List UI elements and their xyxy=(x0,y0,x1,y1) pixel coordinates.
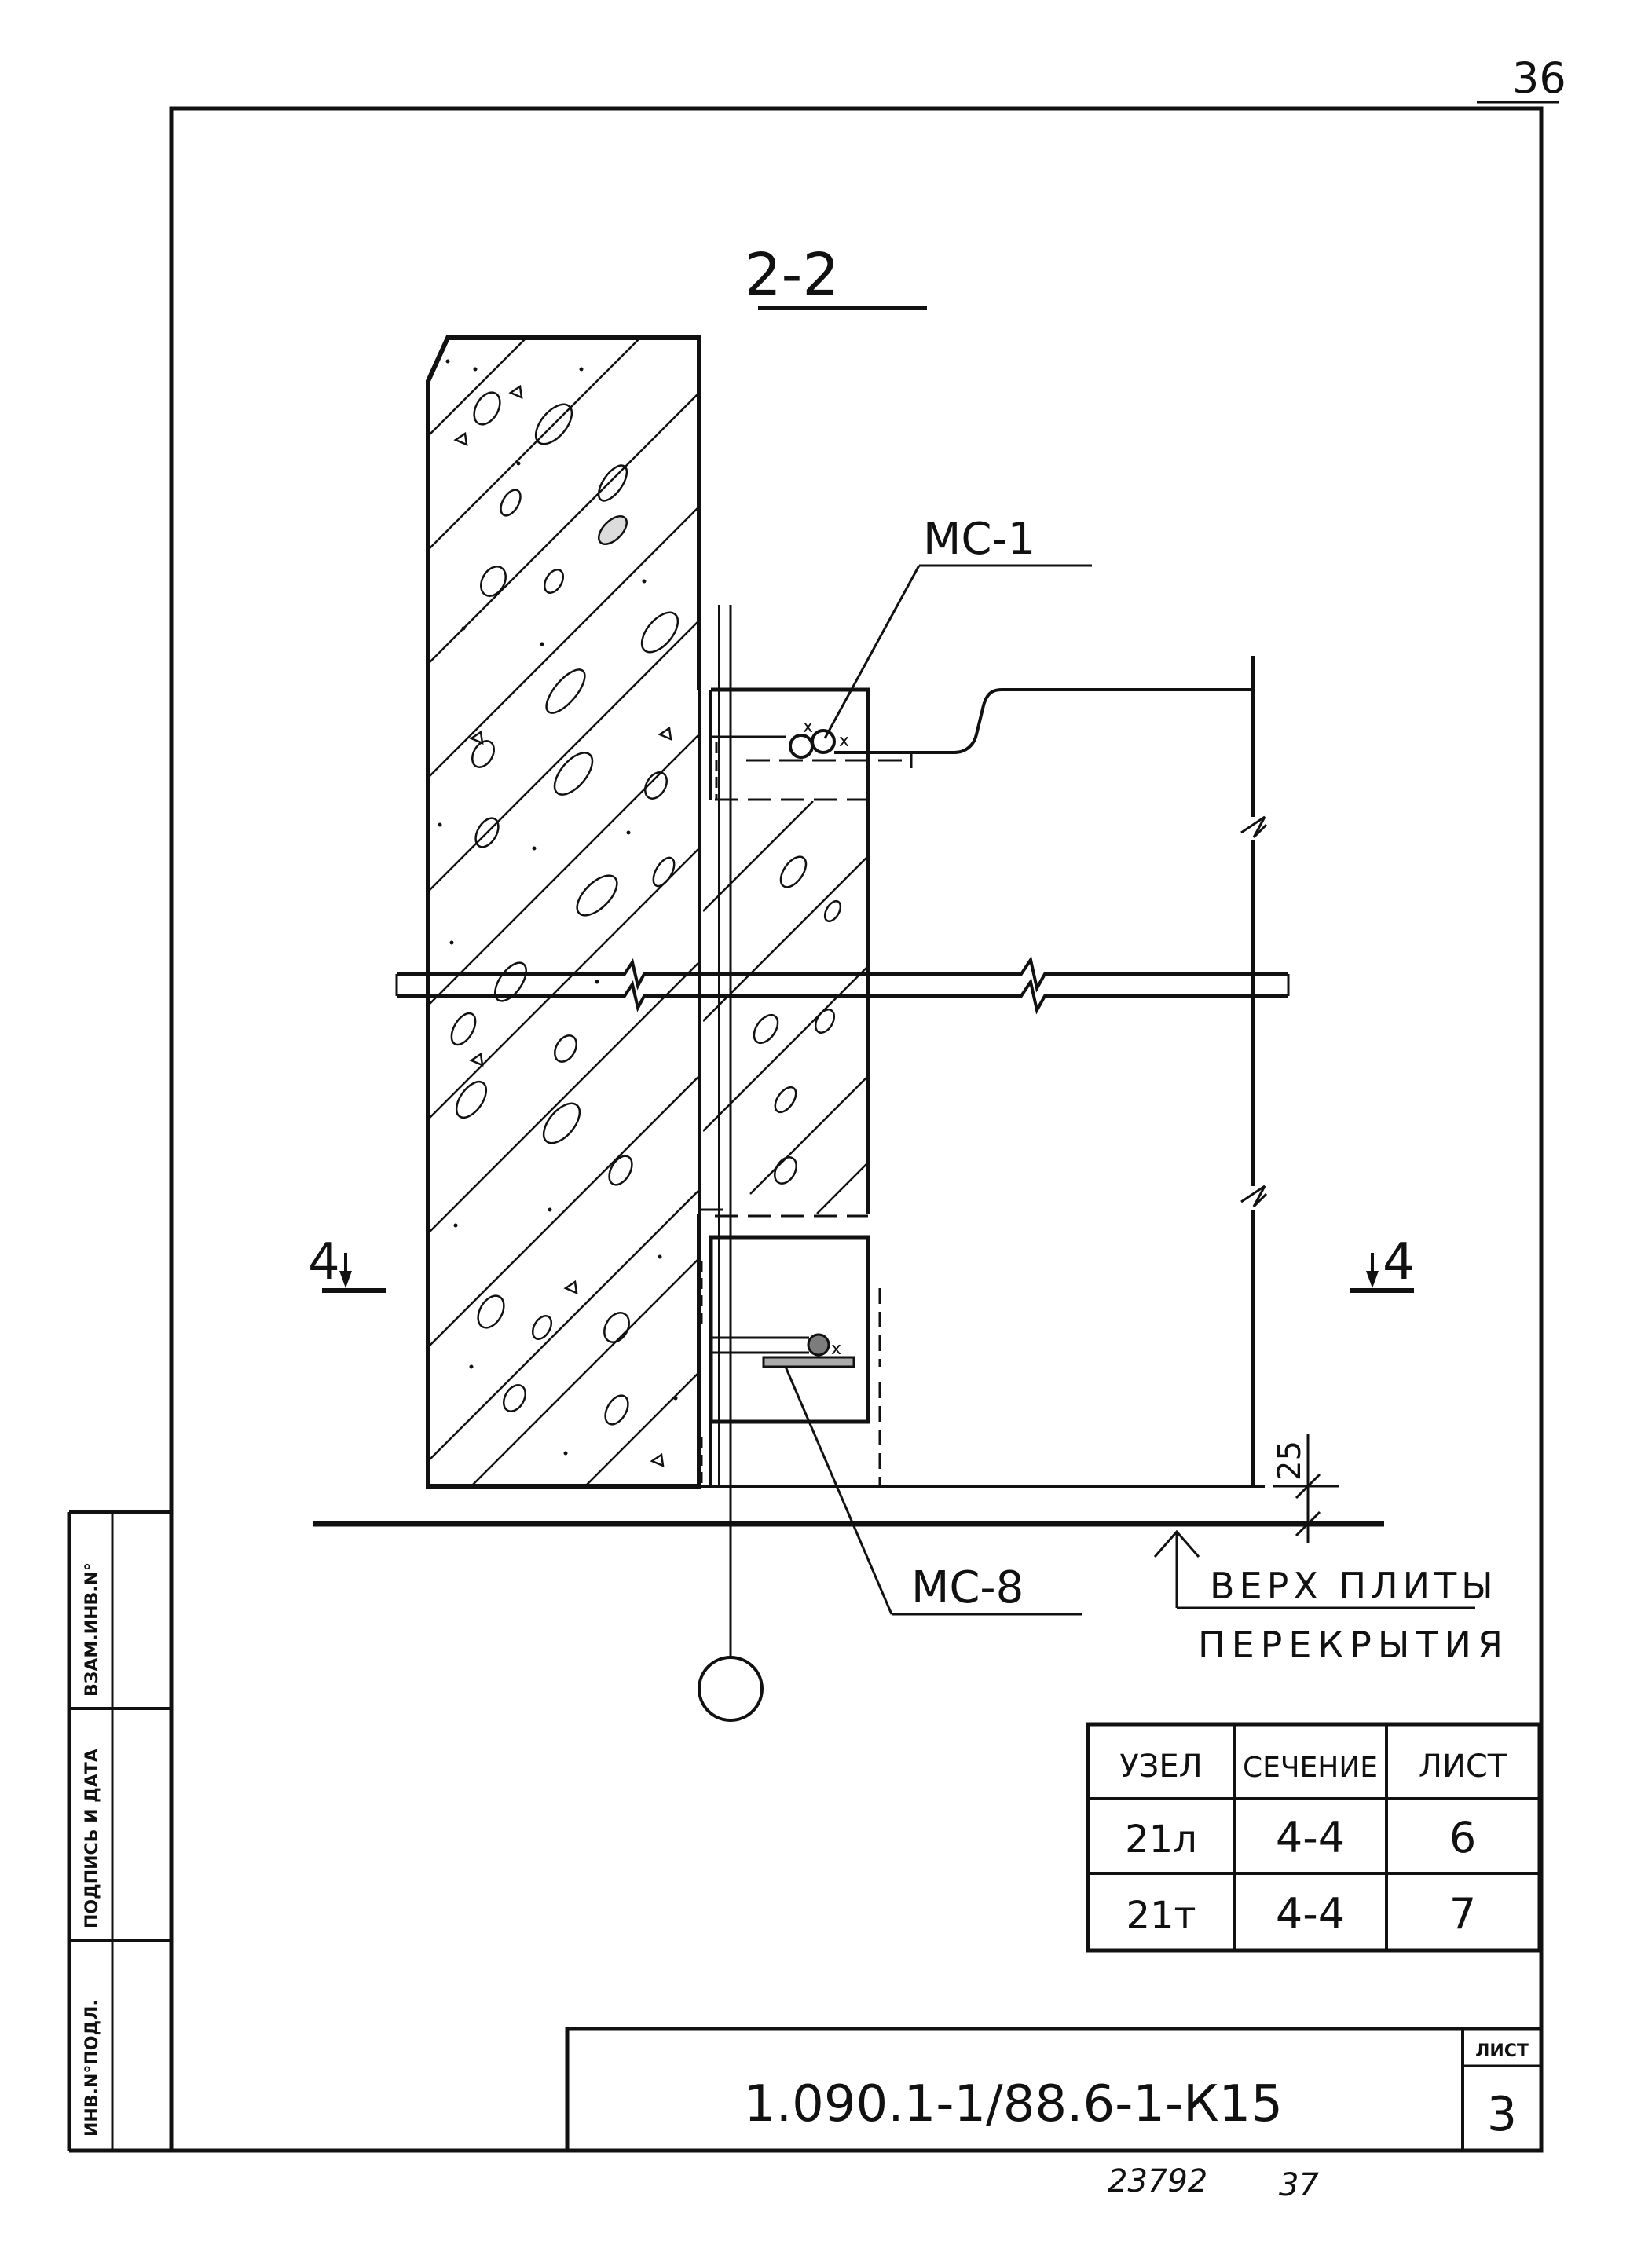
bottom-stamp-number: 37 xyxy=(1279,2167,1319,2203)
svg-text:x: x xyxy=(831,1339,841,1359)
title-block: ЛИСТ 3 1.090.1-1/88.6-1-К15 xyxy=(565,2027,1544,2153)
svg-text:МС-8: МС-8 xyxy=(911,1562,1024,1613)
sheet-number: 3 xyxy=(1487,2087,1517,2142)
sheet-label: ЛИСТ xyxy=(1475,2041,1529,2061)
side-stamp-label-inventory: ИНВ.N°ПОДЛ. xyxy=(82,1999,102,2137)
lower-embed-plate: x xyxy=(699,1208,881,1486)
table-cell: 21т xyxy=(1126,1894,1196,1938)
dimension-value: 25 xyxy=(1272,1441,1308,1481)
table-cell: 21л xyxy=(1125,1818,1197,1862)
side-stamp-label-replacement: ВЗАМ.ИНВ.N° xyxy=(82,1562,102,1697)
reference-table: УЗЕЛ СЕЧЕНИЕ ЛИСТ 21л 4-4 6 21т 4-4 7 xyxy=(1086,1722,1542,1953)
wall-section xyxy=(426,335,701,1489)
table-header-sheet: ЛИСТ xyxy=(1419,1749,1507,1785)
svg-text:4: 4 xyxy=(308,1233,340,1291)
slab-level-note: ВЕРХ ПЛИТЫ ПЕРЕКРЫТИЯ xyxy=(1153,1529,1509,1666)
table-header-node: УЗЕЛ xyxy=(1119,1749,1202,1785)
break-line xyxy=(395,955,1290,1015)
table-cell: 6 xyxy=(1449,1813,1476,1862)
svg-text:x: x xyxy=(803,717,813,737)
vertical-dimension-line xyxy=(699,656,1268,1488)
axis-marker xyxy=(698,1656,764,1722)
infill-panel xyxy=(703,798,870,1218)
section-title: 2-2 xyxy=(745,241,840,309)
grid-axis xyxy=(698,605,764,1722)
dimension-25: 25 xyxy=(1272,1434,1339,1543)
svg-text:x: x xyxy=(839,731,849,751)
callout-ms1: МС-1 xyxy=(823,514,1092,739)
callout-ms8: МС-8 xyxy=(784,1366,1082,1616)
table-header-section: СЕЧЕНИЕ xyxy=(1243,1752,1378,1784)
corner-sheet-number: 36 xyxy=(1512,53,1566,103)
svg-text:4: 4 xyxy=(1383,1233,1415,1291)
level-note-line2: ПЕРЕКРЫТИЯ xyxy=(1198,1624,1509,1666)
side-stamp-label-signature: ПОДПИСЬ И ДАТА xyxy=(82,1749,102,1928)
document-code: 1.090.1-1/88.6-1-К15 xyxy=(744,2075,1283,2133)
section-marker-right: 4 xyxy=(1350,1233,1415,1293)
table-cell: 4-4 xyxy=(1276,1813,1345,1862)
section-marker-left: 4 xyxy=(308,1233,386,1293)
side-stamp: ВЗАМ.ИНВ.N° ПОДПИСЬ И ДАТА ИНВ.N°ПОДЛ. xyxy=(67,1510,171,2153)
bottom-stamp-number: 23792 xyxy=(1108,2163,1207,2199)
upper-embed-plate: x x xyxy=(709,687,1253,801)
table-cell: 4-4 xyxy=(1276,1889,1345,1939)
table-cell: 7 xyxy=(1449,1889,1476,1939)
svg-text:МС-1: МС-1 xyxy=(923,514,1035,565)
level-note-line1: ВЕРХ ПЛИТЫ xyxy=(1210,1565,1498,1607)
